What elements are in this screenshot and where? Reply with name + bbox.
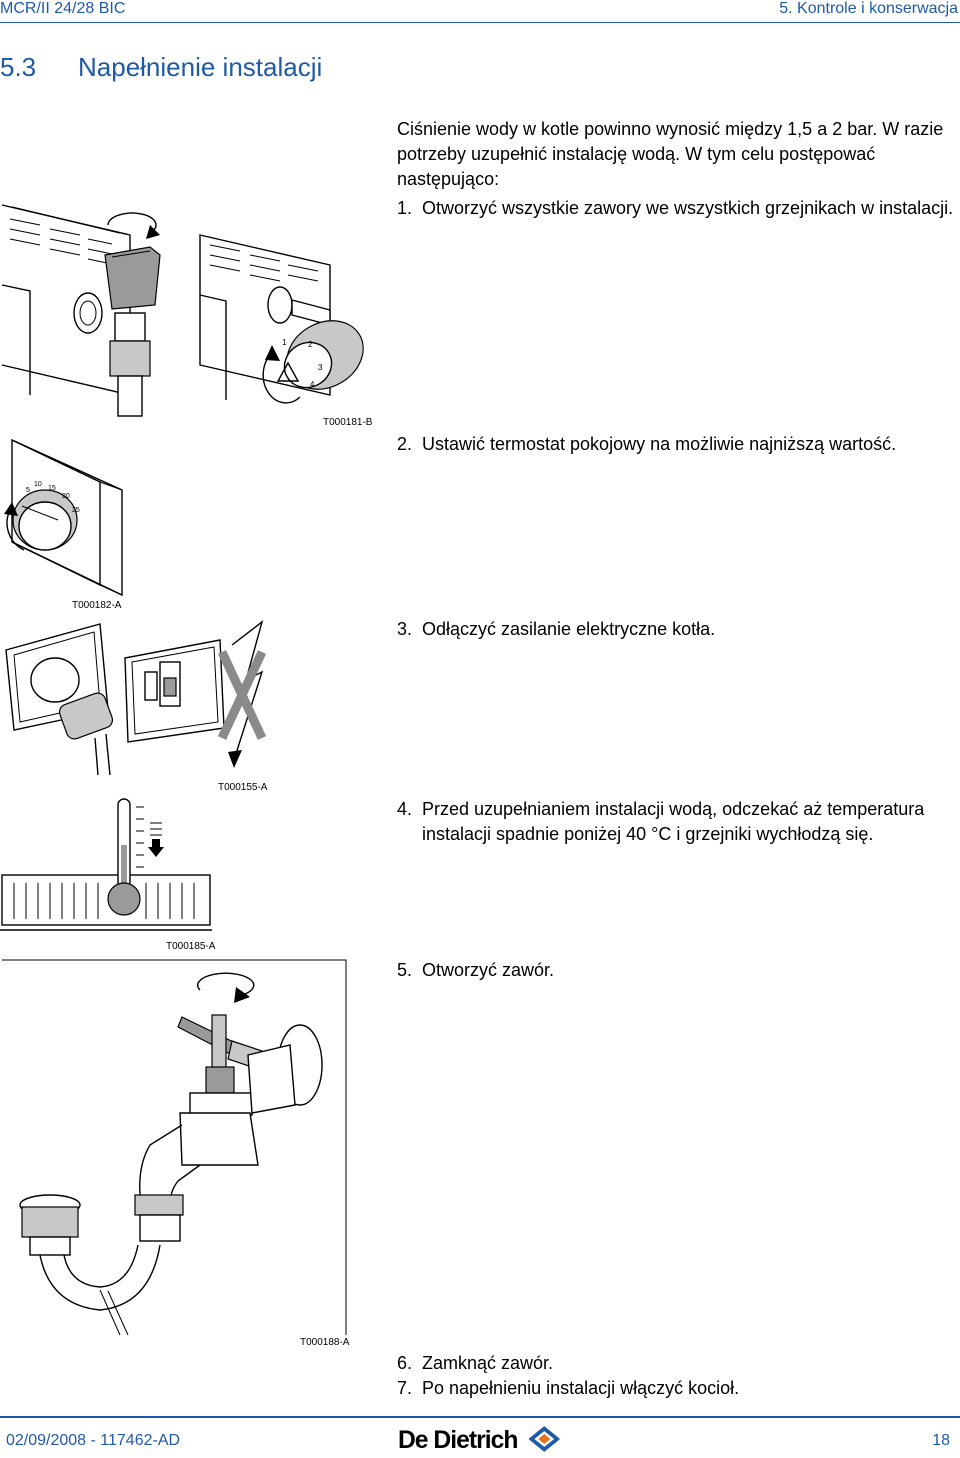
knob-mark-2: 2 (308, 340, 313, 349)
section-heading: 5.3 Napełnienie instalacji (0, 52, 322, 83)
step-number: 5. (397, 960, 413, 980)
step-text: Otworzyć zawór. (422, 960, 555, 980)
step-number: 1. (397, 198, 413, 218)
brand-logo: De Dietrich (398, 1426, 561, 1454)
rotate-arrow-icon (262, 345, 301, 404)
step-number: 3. (397, 619, 413, 639)
step-text: Przed uzupełnianiem instalacji wodą, odc… (422, 799, 925, 844)
step-7: 7. Po napełnieniu instalacji włączyć koc… (397, 1376, 960, 1401)
step-text: Po napełnieniu instalacji włączyć kocioł… (422, 1378, 740, 1398)
step-number: 4. (397, 799, 413, 819)
header-divider (0, 22, 960, 23)
step-number: 2. (397, 434, 413, 454)
step-text: Ustawić termostat pokojowy na możliwie n… (422, 434, 897, 454)
step-text: Otworzyć wszystkie zawory we wszystkich … (422, 198, 954, 218)
thermostatic-head-illustration: 1 2 3 4 (267, 286, 364, 390)
chapter-title: 5. Kontrole i konserwacja (779, 0, 958, 17)
radiator-valves-figure: 1 2 3 4 T000181-B (1, 204, 373, 428)
doc-code: MCR/II 24/28 BIC (0, 0, 126, 17)
footer-date-ref: 02/09/2008 - 117462-AD (6, 1432, 181, 1449)
scale-mark: 10 (34, 481, 42, 488)
section-title: Napełnienie instalacji (78, 52, 323, 82)
power-disconnect-figure: T000155-A (5, 620, 268, 793)
figure-code: T000182-A (72, 600, 122, 611)
scale-mark: 25 (72, 507, 80, 514)
brand-name: De Dietrich (398, 1427, 517, 1454)
page-number: 18 (932, 1432, 950, 1449)
figure-code: T000185-A (166, 941, 216, 952)
step-6: 6. Zamknąć zawór. (397, 1351, 960, 1376)
filling-tap-figure: T000188-A (2, 959, 350, 1348)
step-number: 6. (397, 1353, 413, 1373)
step-number: 7. (397, 1378, 413, 1398)
section-number: 5.3 (0, 52, 37, 82)
scale-mark: 20 (62, 493, 70, 500)
step-3: 3. Odłączyć zasilanie elektryczne kotła. (397, 617, 960, 642)
step-2: 2. Ustawić termostat pokojowy na możliwi… (397, 432, 960, 457)
valve-cap-illustration (73, 246, 161, 417)
scale-mark: 15 (48, 485, 56, 492)
figure-code: T000181-B (323, 417, 373, 428)
rotate-arrow-icon (107, 212, 160, 239)
step-text: Zamknąć zawór. (422, 1353, 554, 1373)
step-4: 4. Przed uzupełnianiem instalacji wodą, … (397, 797, 960, 847)
step-5: 5. Otworzyć zawór. (397, 958, 960, 983)
scale-mark: 5 (26, 487, 30, 494)
step-text: Odłączyć zasilanie elektryczne kotła. (422, 619, 716, 639)
room-thermostat-figure: 5 10 15 20 25 T000182-A (4, 438, 123, 611)
logo-diamond-icon (528, 1426, 561, 1452)
knob-mark-3: 3 (318, 363, 323, 372)
rotate-arrow-icon (197, 972, 255, 1003)
radiator-cooling-figure: T000185-A (0, 798, 216, 952)
intro-paragraph: Ciśnienie wody w kotle powinno wynosić m… (397, 119, 944, 189)
step-1: 1. Otworzyć wszystkie zawory we wszystki… (397, 196, 960, 221)
figure-code: T000155-A (218, 782, 268, 793)
knob-mark-4: 4 (310, 380, 315, 389)
knob-mark-1: 1 (282, 338, 287, 347)
footer-divider (0, 1416, 960, 1418)
figure-code: T000188-A (300, 1337, 350, 1348)
radiator-right-illustration (199, 234, 331, 400)
